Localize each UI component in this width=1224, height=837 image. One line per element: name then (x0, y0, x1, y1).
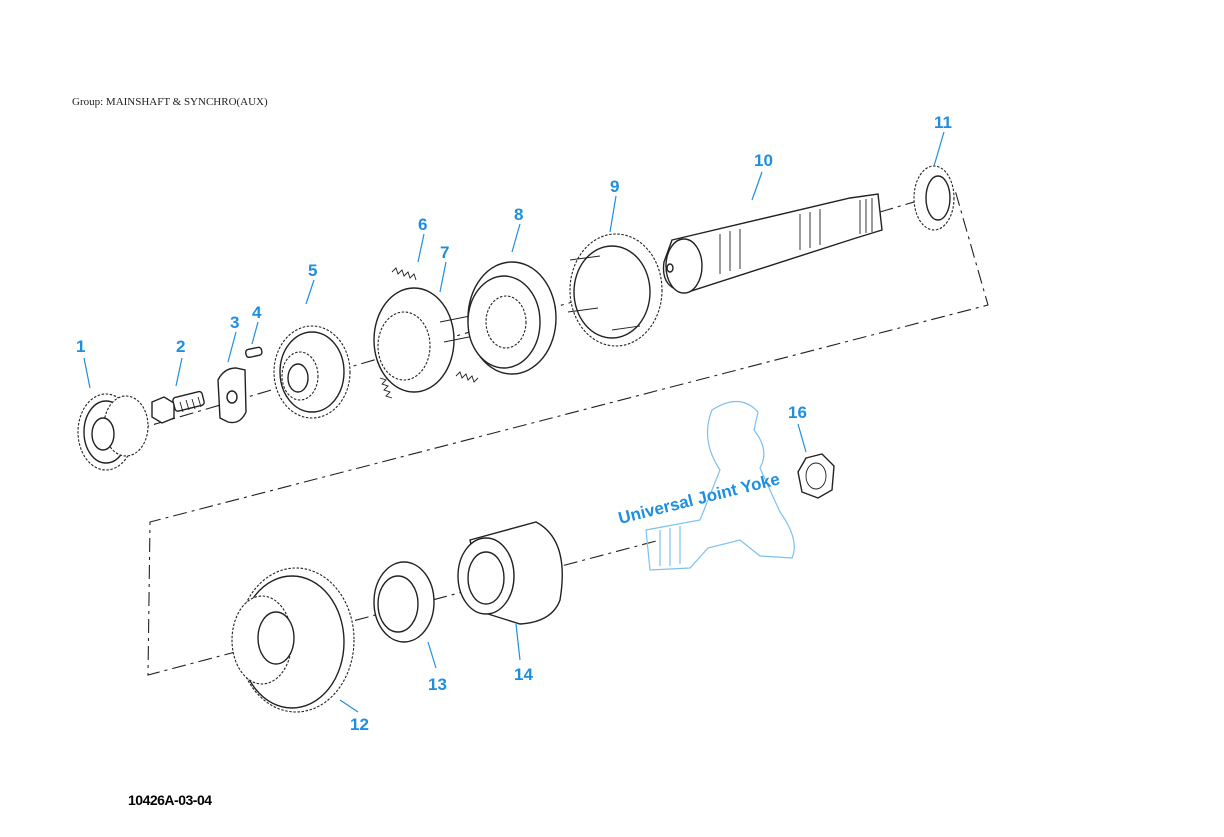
callout-10: 10 (754, 151, 773, 170)
callout-7: 7 (440, 243, 449, 262)
callout-2: 2 (176, 337, 185, 356)
part-10-mainshaft[interactable] (662, 193, 883, 294)
yoke-label: Universal Joint Yoke (616, 469, 781, 528)
callout-8: 8 (514, 205, 523, 224)
callout-9: 9 (610, 177, 619, 196)
part-5-gear[interactable] (273, 325, 351, 419)
part-1-gear[interactable] (77, 393, 149, 471)
callout-3: 3 (230, 313, 239, 332)
callout-4: 4 (252, 303, 262, 322)
part-11-gear[interactable] (913, 165, 955, 231)
part-4-pin[interactable] (245, 346, 263, 359)
callout-16: 16 (788, 403, 807, 422)
callout-leaders (83, 131, 945, 713)
part-3-washer[interactable] (217, 367, 247, 424)
part-6-springs[interactable] (379, 267, 479, 399)
figure-id: 10426A-03-04 (128, 792, 212, 808)
group-title: Group: MAINSHAFT & SYNCHRO(AUX) (72, 96, 268, 108)
callout-14: 14 (514, 665, 533, 684)
part-16-nut[interactable] (797, 453, 835, 499)
callout-numbers: 1 2 3 4 5 6 7 8 9 10 11 12 13 14 16 (76, 113, 952, 734)
callout-1: 1 (76, 337, 85, 356)
callout-13: 13 (428, 675, 447, 694)
part-8-clutch[interactable] (467, 261, 557, 375)
part-14-bearing[interactable] (457, 521, 563, 625)
part-12-gear[interactable] (231, 567, 355, 713)
part-7-synchro[interactable] (373, 287, 475, 393)
part-13-washer[interactable] (373, 561, 435, 643)
callout-5: 5 (308, 261, 317, 280)
callout-12: 12 (350, 715, 369, 734)
callout-11: 11 (934, 113, 952, 132)
part-2-capscrew[interactable] (151, 390, 205, 424)
part-9-ring[interactable] (567, 233, 663, 347)
callout-6: 6 (418, 215, 427, 234)
